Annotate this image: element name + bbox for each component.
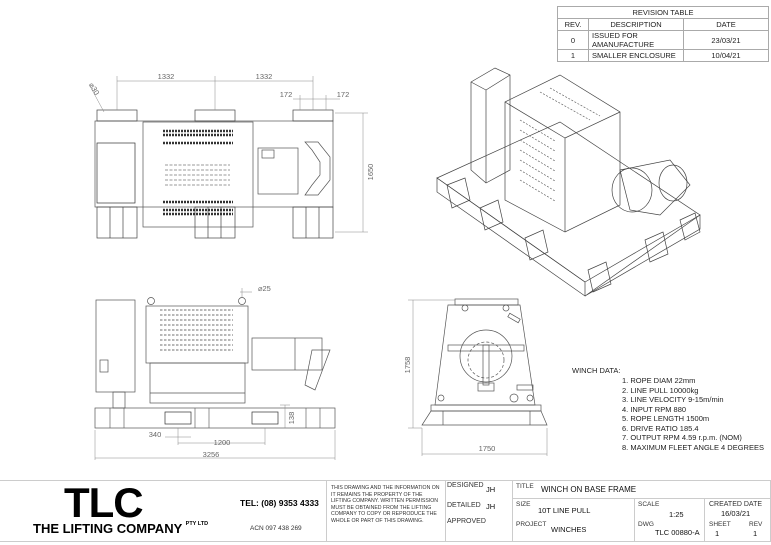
drum-side <box>149 362 246 404</box>
dim-hole-diam: ⌀30 <box>87 81 101 97</box>
scale-value: 1:25 <box>669 510 684 519</box>
dim-spacing: 1200 <box>214 438 231 447</box>
company-acn: ACN 097 438 269 <box>250 525 302 532</box>
created-label: CREATED DATE <box>709 501 763 508</box>
created-date: 16/03/21 <box>721 509 751 518</box>
top-dim-lines <box>89 76 368 233</box>
drum-flange <box>459 329 513 383</box>
company-suffix: PTY LTD <box>185 521 209 527</box>
project-label: PROJECT <box>516 521 547 528</box>
company-name-text: THE LIFTING COMPANY <box>33 521 183 536</box>
dwg-label: DWG <box>638 521 654 528</box>
frame-feet <box>96 109 334 239</box>
scale-dwg-column: SCALE 1:25 DWG TLC 00880-A <box>634 498 704 541</box>
detailed-value: JH <box>486 502 496 511</box>
title-label: TITLE <box>516 483 534 490</box>
iso-base <box>436 121 701 283</box>
base-side <box>94 407 336 429</box>
winch-data-item: 4. INPUT RPM 880 <box>622 404 687 414</box>
signoff-column: DESIGNED JH DETAILED JH APPROVED <box>445 481 512 541</box>
dim-width: 1650 <box>366 164 375 181</box>
iso-enclosure <box>470 67 511 184</box>
drum-cover-side <box>145 305 249 364</box>
winch-data-item: 7. OUTPUT RPM 4.59 r.p.m. (NOM) <box>622 433 742 442</box>
dim-offset-right: 172 <box>337 90 350 99</box>
dwg-number: TLC 00880-A <box>655 528 700 537</box>
sheet-label: SHEET <box>709 521 731 528</box>
copyright-notice: THIS DRAWING AND THE INFORMATION ON IT R… <box>326 481 445 541</box>
winch-data-item: 8. MAXIMUM FLEET ANGLE 4 DEGREES <box>622 442 764 452</box>
forklift-pocket <box>164 411 192 425</box>
designed-value: JH <box>486 485 496 494</box>
rev-cell: 1 <box>557 49 589 62</box>
guard-side <box>304 349 331 391</box>
iso-motor <box>611 167 653 213</box>
rev-value: 1 <box>753 529 758 538</box>
approved-label: APPROVED <box>447 518 486 525</box>
sheet-value: 1 <box>715 529 720 538</box>
drum-cover-top <box>142 121 254 228</box>
title-block: TLC THE LIFTING COMPANY PTY LTD TEL: (08… <box>0 479 771 542</box>
drum-slots <box>165 164 230 186</box>
side-vents <box>160 309 233 351</box>
dim-base-height: 138 <box>287 412 296 425</box>
date-sheet-column: CREATED DATE 16/03/21 SHEET 1 REV 1 <box>704 498 771 541</box>
company-logo: TLC <box>64 479 144 526</box>
drawing-title: WINCH ON BASE FRAME <box>541 485 637 494</box>
isometric-view <box>436 67 701 297</box>
winch-data-heading: WINCH DATA: <box>572 366 621 375</box>
winch-data-item: 6. DRIVE RATIO 185.4 <box>622 423 699 433</box>
motor-side <box>251 337 323 371</box>
company-name: THE LIFTING COMPANY PTY LTD <box>33 521 208 536</box>
company-tel: TEL: (08) 9353 4333 <box>240 498 319 508</box>
dim-height: 1758 <box>403 357 412 374</box>
vent-slots <box>163 129 233 216</box>
dim-span-left: 1332 <box>158 72 175 81</box>
detailed-label: DETAILED <box>447 502 481 509</box>
base-end <box>421 410 548 426</box>
enclosure-top <box>96 142 136 204</box>
drawing-sheet: 1332 1332 172 172 1650 ⌀30 <box>87 67 701 460</box>
iso-feet <box>446 177 701 293</box>
winch-data-item: 1. ROPE DIAM 22mm <box>622 376 696 385</box>
dim-offset: 340 <box>149 430 162 439</box>
size-value: 10T LINE PULL <box>538 506 591 515</box>
winch-data-item: 2. LINE PULL 10000kg <box>622 385 699 395</box>
motor-top <box>257 147 299 195</box>
winch-data-item: 5. ROPE LENGTH 1500m <box>622 414 710 423</box>
dim-end-width: 1750 <box>479 444 496 453</box>
enclosure-side <box>95 299 136 393</box>
winch-data-list: 1. ROPE DIAM 22mm 2. LINE PULL 10000kg 3… <box>622 376 764 452</box>
dim-span-right: 1332 <box>256 72 273 81</box>
revision-row: 1 SMALLER ENCLOSURE 10/04/21 <box>557 49 769 62</box>
side-view <box>94 288 336 460</box>
revision-table: REVISION TABLE REV. DESCRIPTION DATE 0 I… <box>557 6 769 62</box>
title-area: TITLE WINCH ON BASE FRAME SIZE 10T LINE … <box>512 481 771 541</box>
rev-label: REV <box>749 521 763 528</box>
size-label: SIZE <box>516 501 531 508</box>
end-view <box>408 298 548 456</box>
dim-length: 3256 <box>203 450 220 459</box>
dim-offset-left: 172 <box>280 90 293 99</box>
designed-label: DESIGNED <box>447 482 484 489</box>
winch-data-item: 3. LINE VELOCITY 9-15m/min <box>622 395 724 404</box>
iso-drum-cover <box>504 74 621 233</box>
forklift-pocket <box>251 411 279 425</box>
scale-label: SCALE <box>638 501 660 508</box>
date-cell: 10/04/21 <box>683 49 769 62</box>
project-value: WINCHES <box>551 525 587 534</box>
top-view <box>89 76 368 239</box>
dim-lug-diam: ⌀25 <box>258 284 271 293</box>
guard-top <box>304 141 331 196</box>
winch-data: WINCH DATA: 1. ROPE DIAM 22mm 2. LINE PU… <box>572 366 764 452</box>
